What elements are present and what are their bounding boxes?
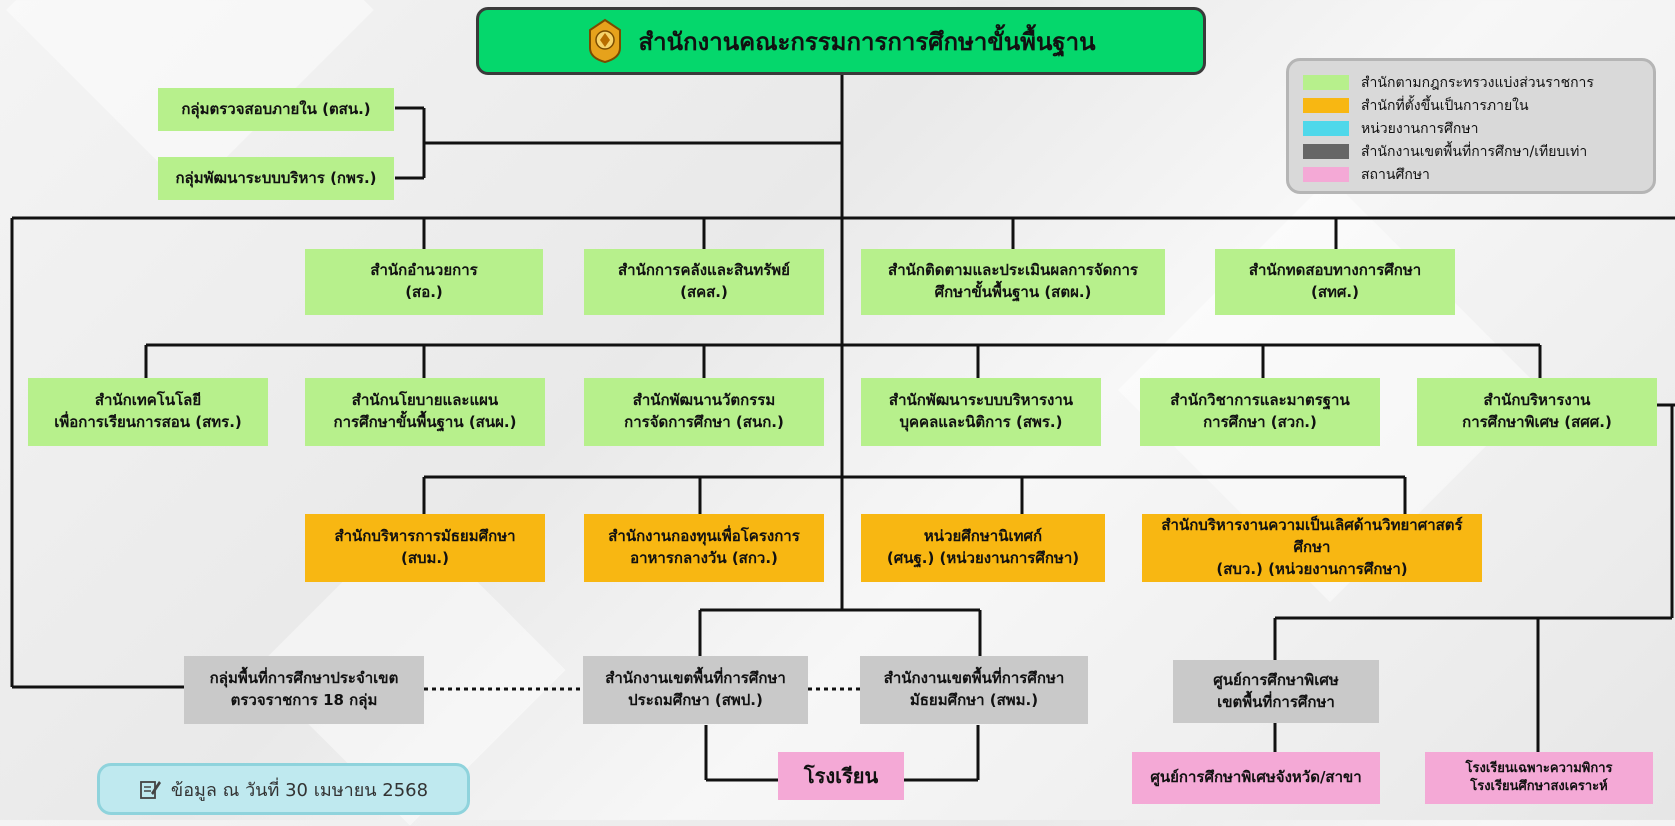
data-date-text: ข้อมูล ณ วันที่ 30 เมษายน 2568 [170,779,429,801]
office-box-skhs: สำนักการคลังและสินทรัพย์ (สคส.) [584,249,824,315]
internal-office-box-skw: สำนักงานกองทุนเพื่อโครงการ อาหารกลางวัน … [584,514,824,582]
office-box-snp: สำนักนโยบายและแผน การศึกษาขั้นพื้นฐาน (ส… [305,378,545,446]
schools-box: โรงเรียน [778,752,904,800]
secondary-area-office-box: สำนักงานเขตพื้นที่การศึกษา มัธยมศึกษา (ส… [860,656,1088,724]
office-box-sts: สำนักทดสอบทางการศึกษา (สทศ.) [1215,249,1455,315]
legend-swatch [1303,167,1349,182]
legend-swatch [1303,98,1349,113]
edit-note-icon [140,781,161,799]
office-box-spr: สำนักพัฒนาระบบบริหารงาน บุคคลและนิติการ … [861,378,1101,446]
office-box-so: สำนักอำนวยการ (สอ.) [305,249,543,315]
legend-swatch [1303,144,1349,159]
internal-office-box-snt: หน่วยศึกษานิเทศก์ (ศนฐ.) (หน่วยงานการศึก… [861,514,1105,582]
office-box-stp: สำนักติดตามและประเมินผลการจัดการ ศึกษาขั… [861,249,1165,315]
legend-swatch [1303,121,1349,136]
special-schools-box: โรงเรียนเฉพาะความพิการ โรงเรียนศึกษาสงเค… [1425,752,1653,804]
legend-item: สำนักที่ตั้งขึ้นเป็นการภายใน [1303,94,1639,117]
legend-label: สำนักตามกฎกระทรวงแบ่งส่วนราชการ [1361,74,1594,91]
office-box-str: สำนักเทคโนโลยี เพื่อการเรียนการสอน (สทร.… [28,378,268,446]
top-office-box: สำนักงานคณะกรรมการการศึกษาขั้นพื้นฐาน [476,7,1206,75]
legend-item: สถานศึกษา [1303,163,1639,186]
office-box-sss: สำนักบริหารงาน การศึกษาพิเศษ (สศศ.) [1417,378,1657,446]
legend-label: หน่วยงานการศึกษา [1361,120,1479,137]
legend-item: สำนักตามกฎกระทรวงแบ่งส่วนราชการ [1303,71,1639,94]
office-box-snk: สำนักพัฒนานวัตกรรม การจัดการศึกษา (สนก.) [584,378,824,446]
legend-swatch [1303,75,1349,90]
internal-office-box-sbw: สำนักบริหารงานความเป็นเลิศด้านวิทยาศาสตร… [1142,514,1482,582]
office-box-svk: สำนักวิชาการและมาตรฐาน การศึกษา (สวก.) [1140,378,1380,446]
audit-group-box: กลุ่มตรวจสอบภายใน (ตสน.) [158,88,394,131]
emblem-icon [589,18,622,64]
legend: สำนักตามกฎกระทรวงแบ่งส่วนราชการ สำนักที่… [1286,58,1656,194]
internal-office-box-sbm: สำนักบริหารการมัธยมศึกษา (สบม.) [305,514,545,582]
provincial-special-center-box: ศูนย์การศึกษาพิเศษจังหวัด/สาขา [1132,752,1380,804]
special-education-center-box: ศูนย์การศึกษาพิเศษ เขตพื้นที่การศึกษา [1173,660,1379,723]
legend-label: สถานศึกษา [1361,166,1430,183]
inspection-area-group-box: กลุ่มพื้นที่การศึกษาประจำเขต ตรวจราชการ … [184,656,424,724]
legend-item: หน่วยงานการศึกษา [1303,117,1639,140]
primary-area-office-box: สำนักงานเขตพื้นที่การศึกษา ประถมศึกษา (ส… [583,656,808,724]
legend-item: สำนักงานเขตพื้นที่การศึกษา/เทียบเท่า [1303,140,1639,163]
legend-label: สำนักที่ตั้งขึ้นเป็นการภายใน [1361,97,1529,114]
legend-label: สำนักงานเขตพื้นที่การศึกษา/เทียบเท่า [1361,143,1588,160]
page-title: สำนักงานคณะกรรมการการศึกษาขั้นพื้นฐาน [638,27,1096,56]
data-date-note: ข้อมูล ณ วันที่ 30 เมษายน 2568 [97,763,470,815]
admin-dev-group-box: กลุ่มพัฒนาระบบบริหาร (กพร.) [158,157,394,200]
